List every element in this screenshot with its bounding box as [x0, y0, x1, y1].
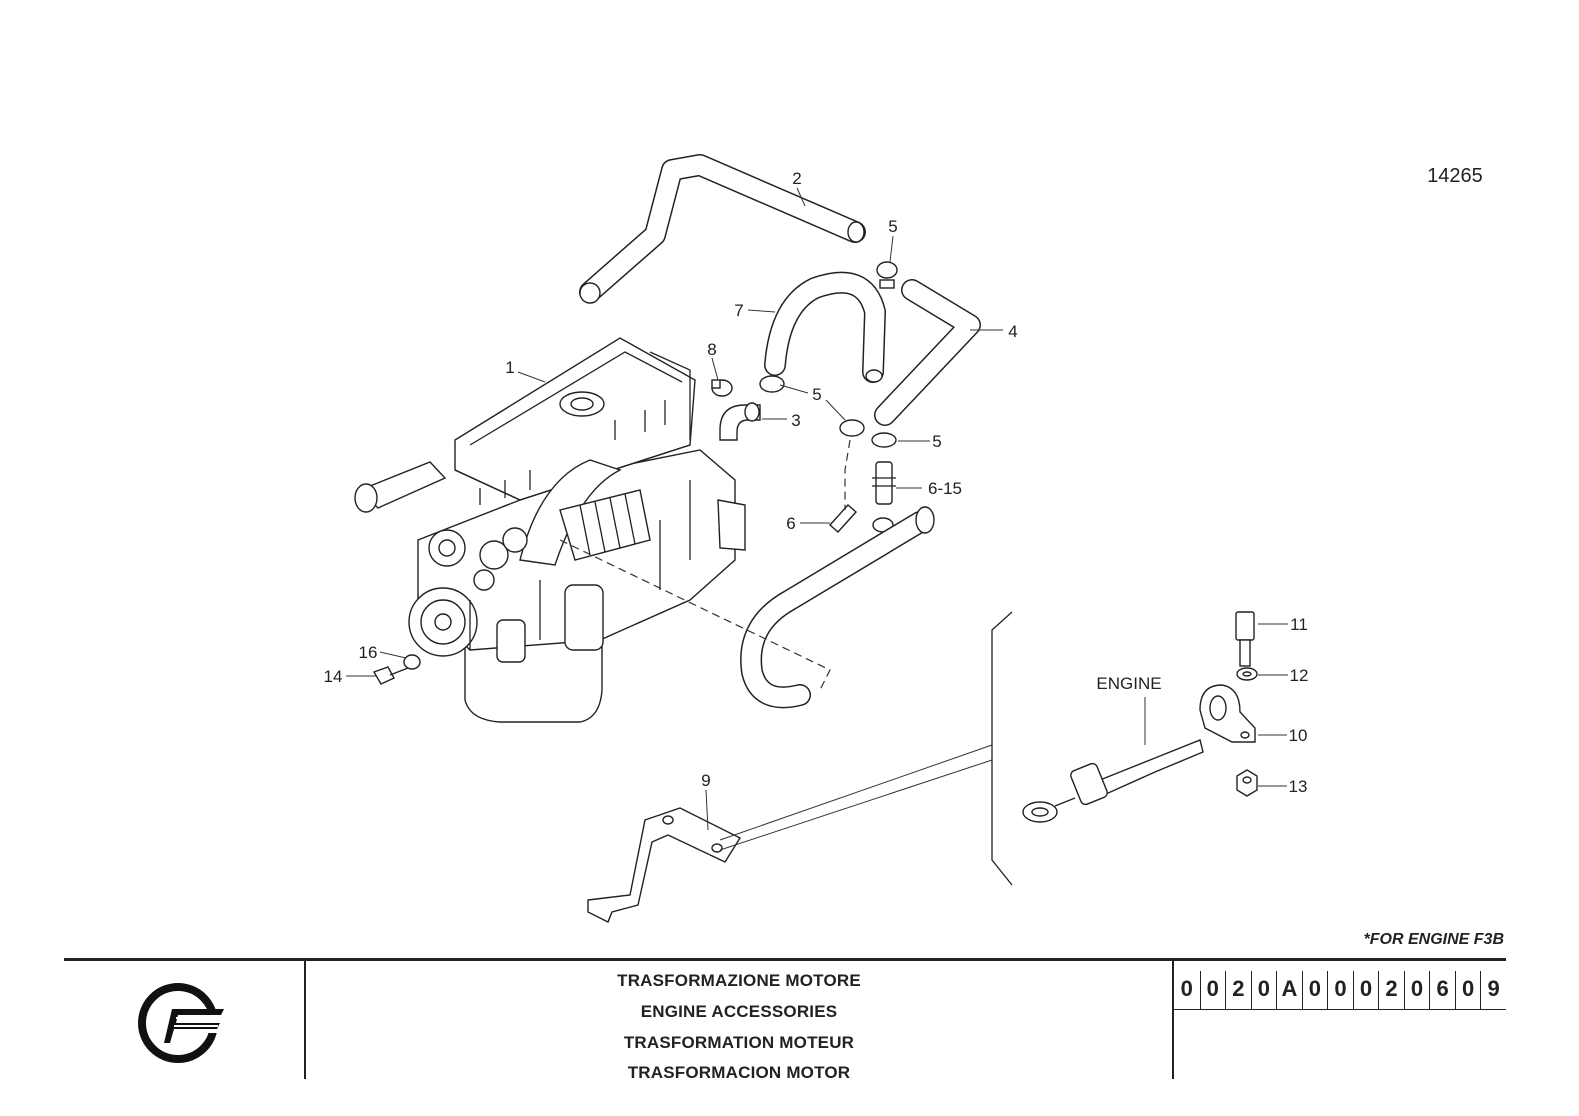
- callout-5c: 5: [932, 432, 941, 451]
- callout-12: 12: [1290, 666, 1309, 685]
- code-digit: 0: [1180, 976, 1193, 1001]
- exploded-diagram: 1 2 3 4 5 5 5 6 6-15 7 8 9 10 11 12 13 1…: [324, 154, 1309, 923]
- part-code: 0 0 2 0 A 0 0 0 2 0 6 0 9: [1174, 971, 1506, 1010]
- drawing-number: 14265: [1427, 165, 1483, 187]
- lower-hose: [740, 506, 935, 709]
- callout-labels: 1 2 3 4 5 5 5 6 6-15 7 8 9 10 11 12 13 1…: [324, 169, 1309, 796]
- callout-13: 13: [1289, 777, 1308, 796]
- callout-4: 4: [1008, 322, 1017, 341]
- code-digit: 0: [1199, 971, 1226, 1009]
- callout-2: 2: [792, 169, 801, 188]
- title-block: TRASFORMAZIONE MOTORE ENGINE ACCESSORIES…: [64, 958, 1506, 1082]
- elbow-3: [719, 402, 761, 441]
- title-italian: TRASFORMAZIONE MOTORE: [617, 971, 861, 990]
- callout-6: 6: [786, 514, 795, 533]
- clamps: [711, 261, 898, 448]
- title-english: ENGINE ACCESSORIES: [640, 1002, 838, 1021]
- engine-note: *FOR ENGINE F3B: [1363, 931, 1504, 948]
- code-digit: 2: [1225, 971, 1251, 1009]
- code-digit: 9: [1480, 971, 1506, 1009]
- code-cell: 0 0 2 0 A 0 0 0 2 0 6 0 9: [1174, 961, 1506, 1079]
- callout-7: 7: [734, 301, 743, 320]
- code-digit: 0: [1403, 971, 1430, 1009]
- code-digit: 0: [1454, 971, 1481, 1009]
- code-digit: 0: [1250, 971, 1277, 1009]
- code-digit: 6: [1429, 971, 1455, 1009]
- dipstick: [1022, 739, 1204, 823]
- detail-label-engine: ENGINE: [1096, 674, 1161, 693]
- code-digit: 0: [1301, 971, 1328, 1009]
- callout-8: 8: [707, 340, 716, 359]
- callout-5a: 5: [888, 217, 897, 236]
- callout-10: 10: [1289, 726, 1308, 745]
- hose-7: [764, 271, 886, 383]
- engine-block: [354, 337, 746, 723]
- callout-5b: 5: [812, 385, 821, 404]
- detail-break-line: [991, 611, 1013, 886]
- code-digit: A: [1276, 971, 1302, 1009]
- callout-leaders: [346, 187, 1288, 831]
- title-french: TRASFORMATION MOTEUR: [623, 1033, 855, 1052]
- code-digit: 2: [1378, 971, 1404, 1009]
- logo-cell: [64, 961, 306, 1079]
- hose-4: [874, 279, 981, 426]
- hose-2: [579, 154, 866, 304]
- pulley-bolts: [372, 654, 421, 685]
- code-digit: 0: [1327, 971, 1353, 1009]
- callout-14: 14: [324, 667, 343, 686]
- title-spanish: TRASFORMACION MOTOR: [627, 1063, 851, 1082]
- code-digit: 0: [1352, 971, 1379, 1009]
- callout-3: 3: [791, 411, 800, 430]
- callout-9: 9: [701, 771, 710, 790]
- bracket-9: [587, 807, 742, 923]
- fittings: [829, 461, 896, 533]
- callout-11: 11: [1290, 615, 1308, 634]
- callout-6-15: 6-15: [928, 479, 962, 498]
- small-parts: [1199, 611, 1258, 797]
- callout-1: 1: [505, 358, 514, 377]
- callout-16: 16: [359, 643, 378, 662]
- company-logo-icon: [138, 983, 226, 1063]
- title-cell: TRASFORMAZIONE MOTORE ENGINE ACCESSORIES…: [306, 961, 1174, 1082]
